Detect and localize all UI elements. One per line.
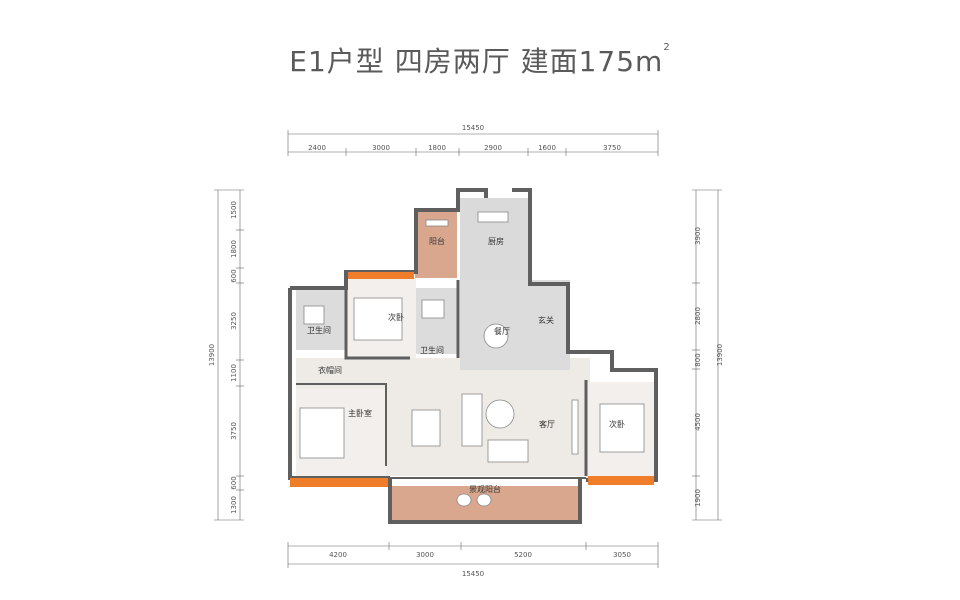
label-bedroom-top: 次卧 (388, 312, 404, 322)
wall-north-west (290, 188, 488, 290)
room-labels: 阳台 厨房 卫生间 次卧 卫生间 餐厅 玄关 衣帽间 主卧室 客厅 次卧 景观阳… (307, 236, 625, 494)
coffee-table (485, 399, 515, 429)
dim-bottom-1: 4200 (329, 551, 347, 559)
label-master: 主卧室 (348, 408, 372, 418)
dim-bottom-2: 3000 (416, 551, 434, 559)
sofa-chaise (487, 439, 529, 463)
title-unit-sup: 2 (663, 42, 671, 53)
label-dining: 餐厅 (494, 327, 510, 336)
dim-left-3: 600 (230, 269, 238, 282)
label-kitchen: 厨房 (488, 236, 504, 246)
balcony-chair-2 (476, 493, 492, 507)
tv-cabinet (571, 399, 579, 455)
floor-areas (296, 198, 654, 522)
dim-left-7: 600 (230, 476, 238, 489)
dim-left-5: 1100 (230, 364, 238, 382)
kitchen-counter (477, 211, 509, 223)
shower-mid (421, 299, 445, 319)
desk (411, 409, 441, 447)
window-bedroom-top (348, 272, 414, 279)
dim-bottom-4: 3050 (613, 551, 631, 559)
dim-top-6: 3750 (603, 144, 621, 152)
page-title: E1户型 四房两厅 建面175m2 (0, 40, 960, 80)
balcony-rack (425, 219, 449, 227)
dim-top-5: 1600 (538, 144, 556, 152)
label-bathroom-mid: 卫生间 (420, 345, 444, 355)
wall-balcony (388, 478, 582, 524)
title-text: E1户型 四房两厅 建面175m (289, 45, 664, 78)
dim-right-2: 2800 (694, 307, 702, 325)
sofa (461, 393, 483, 447)
windows (290, 272, 654, 487)
dim-bottom-3: 5200 (514, 551, 532, 559)
window-master (290, 478, 388, 487)
dim-top-1: 2400 (308, 144, 326, 152)
tub-left (303, 305, 325, 325)
dimension-lines (214, 130, 722, 568)
dim-left-4: 3250 (230, 312, 238, 330)
dim-left-total: 13900 (208, 344, 216, 366)
wall-north-east (512, 188, 658, 482)
dim-right-1: 3900 (694, 227, 702, 245)
dim-top-3: 1800 (428, 144, 446, 152)
label-foyer: 玄关 (538, 315, 554, 325)
balcony-chair-1 (456, 493, 472, 507)
dim-right-5: 1900 (694, 489, 702, 507)
label-living: 客厅 (539, 419, 555, 429)
dim-left-6: 3750 (230, 422, 238, 440)
dim-top-2: 3000 (372, 144, 390, 152)
dim-top-total: 15450 (462, 124, 484, 132)
dim-top-4: 2900 (484, 144, 502, 152)
label-bedroom-right: 次卧 (609, 419, 625, 429)
wall-master (296, 383, 387, 466)
bathroom-mid-floor (416, 288, 458, 354)
dim-right-total: 13900 (716, 344, 724, 366)
dim-right-4: 4500 (694, 413, 702, 431)
label-balcony-main: 景观阳台 (469, 484, 501, 494)
label-balcony-small: 阳台 (429, 236, 445, 246)
dim-left-8: 1300 (230, 496, 238, 514)
label-bathroom-left: 卫生间 (307, 325, 331, 335)
bed-master (299, 407, 345, 459)
window-bedroom-right (588, 476, 654, 485)
label-closet: 衣帽间 (318, 365, 342, 375)
furniture (299, 211, 645, 507)
dim-left-1: 1500 (230, 201, 238, 219)
bed-top (353, 297, 403, 341)
dining-floor (460, 280, 570, 370)
wall-bedroom-top (344, 290, 410, 360)
bed-right (599, 403, 645, 453)
dim-right-3: 800 (694, 353, 702, 366)
dim-bottom-total: 15450 (462, 570, 484, 578)
dining-table (483, 323, 509, 349)
dim-left-2: 1800 (230, 240, 238, 258)
